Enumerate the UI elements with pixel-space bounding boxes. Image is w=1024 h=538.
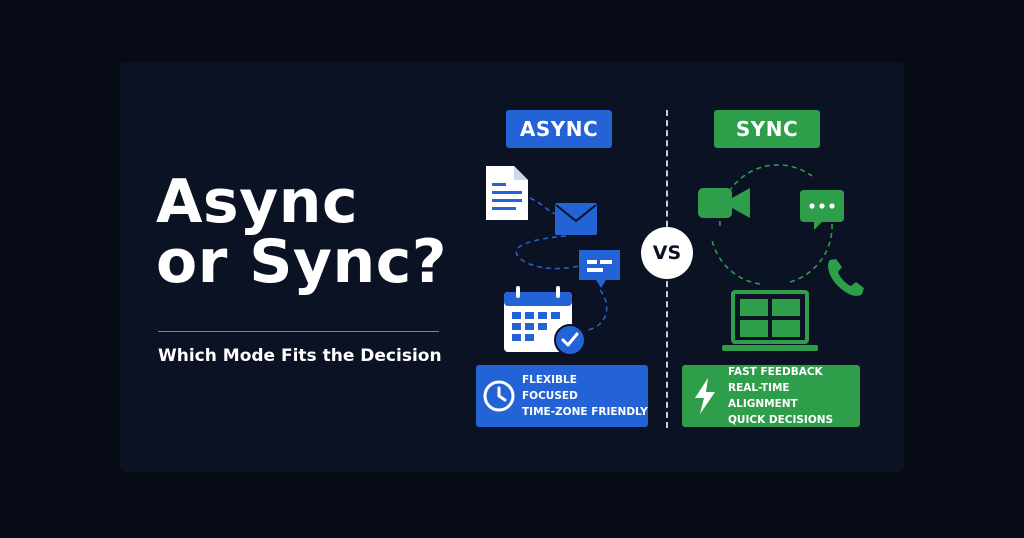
headline-line-1: Async [156,167,359,237]
async-benefits-list: FLEXIBLE FOCUSED TIME-ZONE FRIENDLY [522,372,648,420]
async-benefit: TIME-ZONE FRIENDLY [522,406,648,418]
sync-benefits-card: FAST FEEDBACK REAL-TIME ALIGNMENT QUICK … [682,365,860,427]
async-benefits-card: FLEXIBLE FOCUSED TIME-ZONE FRIENDLY [476,365,648,427]
async-connectors [515,197,608,331]
sync-benefits-list: FAST FEEDBACK REAL-TIME ALIGNMENT QUICK … [728,364,860,428]
video-camera-icon [698,188,750,218]
sync-label: SYNC [714,110,820,148]
sync-benefit: QUICK DECISIONS [728,414,834,426]
calendar-check-icon [504,286,586,356]
vs-badge: VS [641,227,693,279]
sync-benefit: REAL-TIME ALIGNMENT [728,382,798,410]
document-icon [486,166,528,220]
chat-bubble-icon [800,190,844,230]
laptop-grid-icon [722,290,818,351]
sync-cycle-ring [711,164,833,285]
lightning-icon [682,365,728,427]
sync-benefit: FAST FEEDBACK [728,366,823,378]
clock-icon [476,365,522,427]
headline: Async or Sync? [156,172,447,292]
chat-message-icon [579,250,620,288]
subheadline: Which Mode Fits the Decision [158,346,442,366]
headline-divider [158,331,439,332]
envelope-icon [555,203,597,235]
async-benefit: FLEXIBLE [522,374,577,386]
async-benefit: FOCUSED [522,390,578,402]
phone-icon [828,259,864,296]
headline-line-2: or Sync? [156,227,448,297]
async-label: ASYNC [506,110,612,148]
